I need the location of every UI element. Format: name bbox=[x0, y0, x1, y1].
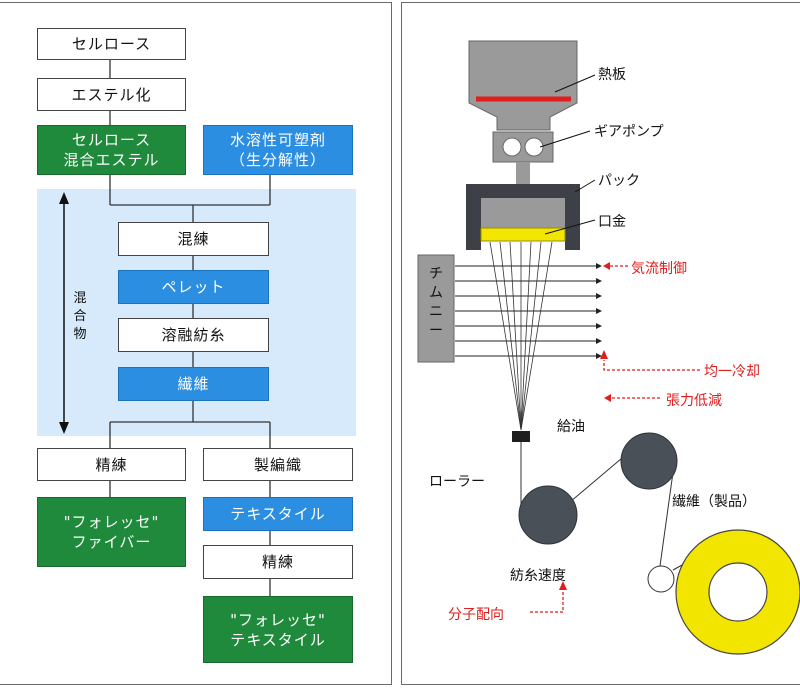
esterify-box: エステル化 bbox=[37, 78, 186, 111]
guide-roller bbox=[647, 565, 675, 593]
esterify-label: エステル化 bbox=[71, 85, 152, 104]
plasticizer-line-2: （生分解性） bbox=[229, 151, 326, 169]
flow-connectors bbox=[109, 60, 271, 596]
melt-spinning-box: 溶融紡糸 bbox=[118, 318, 269, 352]
filaments bbox=[489, 241, 553, 431]
gear-pump-body bbox=[492, 131, 554, 163]
fiber-product-label: 繊維（製品） bbox=[672, 494, 756, 510]
spinneret bbox=[480, 227, 566, 242]
uniform-cooling-label: 均一冷却 bbox=[704, 364, 760, 380]
airflow-control-label: 気流制御 bbox=[631, 261, 687, 277]
product-fiber-line-2: ファイバー bbox=[71, 533, 152, 551]
pack-interior bbox=[481, 198, 565, 228]
plasticizer-line-1: 水溶性可塑剤 bbox=[229, 131, 326, 149]
kneading-label: 混練 bbox=[177, 230, 210, 248]
plasticizer-box: 水溶性可塑剤 （生分解性） bbox=[203, 125, 353, 175]
molecular-orientation-label: 分子配向 bbox=[448, 607, 504, 623]
refining-left-label: 精練 bbox=[95, 455, 128, 474]
arrow-head-up bbox=[59, 192, 69, 204]
roller-label: ローラー bbox=[429, 474, 485, 490]
fiber-box: 繊維 bbox=[118, 367, 269, 401]
melt-spinning-label: 溶融紡糸 bbox=[161, 326, 226, 344]
knitting-box: 製編織 bbox=[203, 448, 353, 481]
pellet-label: ペレット bbox=[161, 278, 226, 296]
chimney bbox=[417, 254, 455, 363]
roller-2 bbox=[620, 432, 678, 490]
airflow-arrows bbox=[455, 263, 602, 359]
textile-label: テキスタイル bbox=[230, 505, 326, 523]
pack-housing bbox=[466, 184, 580, 250]
product-textile-line-1: "フォレッセ" bbox=[230, 610, 326, 629]
chimney-label: チムニー bbox=[429, 266, 443, 339]
hopper bbox=[468, 40, 578, 131]
melt-channel bbox=[516, 162, 530, 186]
nozzle-label: 口金 bbox=[598, 214, 626, 230]
product-fiber-box: "フォレッセ" ファイバー bbox=[37, 497, 186, 567]
red-arrow-heads bbox=[559, 262, 611, 590]
cellulose-label: セルロース bbox=[71, 35, 152, 53]
bobbin-core bbox=[708, 562, 768, 622]
pack-label: パック bbox=[598, 173, 640, 189]
refining-left-box: 精練 bbox=[37, 448, 186, 481]
red-dashed-leaders bbox=[530, 265, 700, 613]
product-fiber-line-1: "フォレッセ" bbox=[63, 513, 160, 531]
leader-lines bbox=[539, 74, 596, 235]
mixed-ester-line-2: 混合エステル bbox=[63, 151, 160, 169]
mixed-ester-box: セルロース 混合エステル bbox=[37, 125, 186, 175]
refining-right-box: 精練 bbox=[203, 545, 353, 579]
mixture-vertical-label: 混 合 物 bbox=[73, 291, 87, 342]
refining-right-label: 精練 bbox=[261, 553, 294, 571]
gear-pump-label: ギアポンプ bbox=[594, 124, 664, 140]
mixed-ester-line-1: セルロース bbox=[71, 131, 152, 149]
product-textile-line-2: テキスタイル bbox=[230, 630, 326, 649]
oiling-label: 給油 bbox=[557, 419, 585, 435]
arrow-head-down bbox=[59, 422, 69, 434]
gear-left bbox=[502, 137, 522, 157]
spinning-speed-label: 紡糸速度 bbox=[510, 568, 566, 584]
knitting-label: 製編織 bbox=[253, 455, 302, 474]
kneading-box: 混練 bbox=[118, 222, 269, 256]
cellulose-box: セルロース bbox=[37, 28, 186, 60]
gear-right bbox=[524, 137, 544, 157]
hot-plate-label: 熱板 bbox=[598, 67, 626, 83]
tension-reduction-label: 張力低減 bbox=[666, 393, 722, 409]
textile-box: テキスタイル bbox=[203, 497, 353, 531]
fiber-label: 繊維 bbox=[177, 375, 210, 393]
oiling-guide bbox=[512, 431, 530, 442]
pellet-box: ペレット bbox=[118, 270, 269, 304]
product-textile-box: "フォレッセ" テキスタイル bbox=[203, 596, 353, 663]
roller-1 bbox=[518, 485, 578, 545]
